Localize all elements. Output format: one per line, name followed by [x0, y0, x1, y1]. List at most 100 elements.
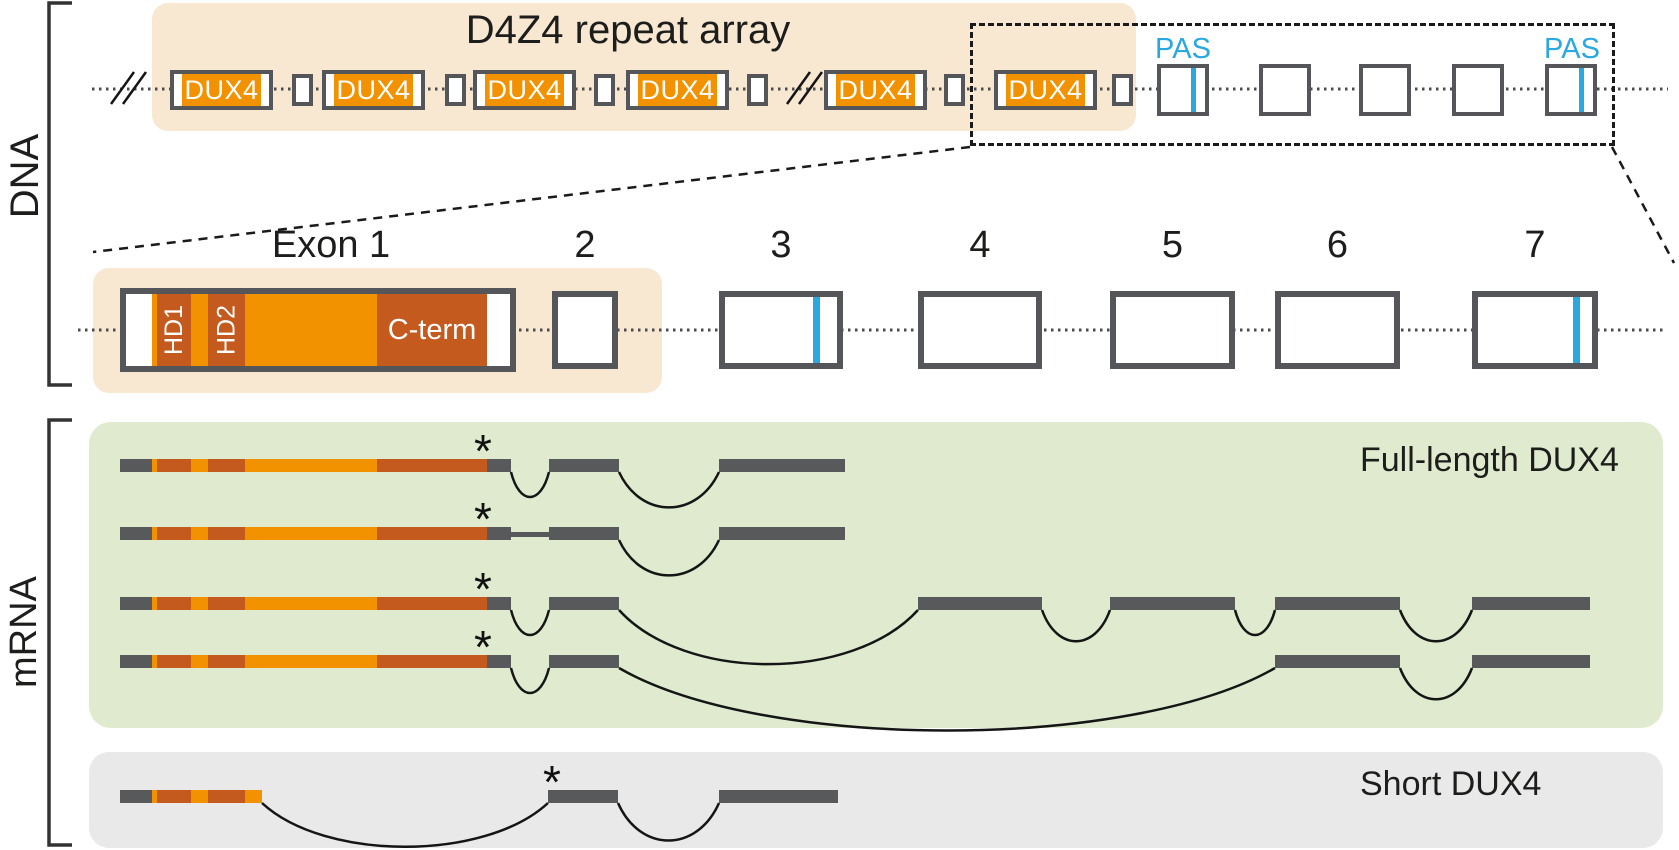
mrna-exon1-segment	[208, 527, 245, 540]
mrna-exon1-segment	[245, 527, 377, 540]
retained-intron-line	[511, 531, 549, 537]
mrna-exon1-segment	[377, 459, 487, 472]
pas-label: PAS	[1544, 33, 1600, 65]
d4z4-repeat-unit: DUX4	[626, 70, 729, 110]
splice-arc	[1398, 609, 1474, 643]
mrna-exon1-segment	[152, 655, 157, 668]
mrna-exon1-segment	[208, 655, 245, 668]
mrna-exon-segment	[549, 655, 619, 668]
mrna-exon-segment	[548, 790, 618, 803]
zoom-callout-line	[92, 145, 971, 254]
splice-arc	[261, 802, 549, 848]
mrna-exon1-segment	[157, 790, 191, 803]
mrna-exon1-segment	[208, 790, 245, 803]
stop-codon-asterisk: *	[474, 493, 492, 545]
mrna-exon1-segment	[377, 655, 487, 668]
mrna-exon-segment	[719, 527, 845, 540]
mrna-exon1-segment	[487, 459, 511, 472]
dux4-label: DUX4	[1008, 74, 1083, 105]
mrna-exon-segment	[719, 790, 838, 803]
mrna-exon1-segment	[487, 527, 511, 540]
mrna-exon-segment	[1110, 597, 1235, 610]
mrna-exon1-segment	[208, 597, 245, 610]
cterm-label: C-term	[387, 313, 477, 346]
exon1-label: Exon 1	[271, 224, 391, 266]
mrna-exon1-segment	[487, 597, 511, 610]
spacer-box	[944, 74, 965, 106]
exon1-cterm-segment	[377, 294, 487, 366]
splice-arc	[509, 667, 551, 695]
mrna-exon1-segment	[377, 597, 487, 610]
mrna-exon1-segment	[191, 527, 208, 540]
dux4-label: DUX4	[640, 74, 715, 105]
stop-codon-asterisk: *	[474, 621, 492, 673]
dna-exon-box	[1359, 64, 1411, 116]
splice-arc	[1040, 609, 1112, 643]
spacer-box	[292, 74, 313, 106]
exon1-utr-right	[487, 294, 510, 366]
splice-arc	[509, 471, 551, 499]
pas-site-marker	[1579, 68, 1584, 112]
d4z4-repeat-unit: DUX4	[824, 70, 927, 110]
mrna-exon1-segment	[245, 655, 377, 668]
pas-site-marker	[1191, 68, 1196, 112]
mrna-exon1-segment	[152, 790, 157, 803]
pas-site-marker	[1573, 297, 1580, 363]
mrna-exon1-segment	[120, 790, 152, 803]
dux4-orf-box: DUX4	[1006, 74, 1085, 106]
mrna-exon-segment	[719, 459, 845, 472]
zoom-callout-line	[1610, 146, 1676, 264]
mrna-exon1-segment	[245, 790, 262, 803]
exon1-orf-body	[245, 294, 377, 366]
mrna-exon-segment	[549, 597, 619, 610]
dna-exon-box	[1157, 64, 1209, 116]
dna-exon-box	[1259, 64, 1311, 116]
splice-arc	[617, 539, 721, 577]
stop-codon-asterisk: *	[474, 563, 492, 615]
dux4-label: DUX4	[487, 74, 562, 105]
exon-number-label: 3	[770, 224, 792, 266]
break-slash-icon	[109, 71, 136, 105]
exon-box	[552, 291, 618, 369]
mrna-exon1-segment	[208, 459, 245, 472]
d4z4-repeat-unit: DUX4	[994, 70, 1097, 110]
exon-number-label: 2	[574, 224, 596, 266]
break-slash-icon	[121, 71, 148, 105]
exon-number-label: 7	[1524, 224, 1546, 266]
exon-box	[1472, 291, 1598, 369]
stop-codon-asterisk: *	[474, 425, 492, 477]
exon1-hd1-segment	[157, 294, 191, 366]
short-mrna-background	[89, 752, 1663, 848]
mrna-bracket	[47, 418, 72, 847]
dux4-label: DUX4	[336, 74, 411, 105]
exon1-box: HD1 HD2 C-term	[120, 288, 516, 372]
exon1-orange-segment	[152, 294, 157, 366]
pas-label: PAS	[1155, 33, 1211, 65]
exon-number-label: 4	[969, 224, 991, 266]
mrna-exon1-segment	[157, 527, 191, 540]
exon-box	[719, 291, 843, 369]
break-slash-icon	[785, 71, 812, 105]
d4z4-array-title: D4Z4 repeat array	[465, 8, 791, 52]
mrna-exon-segment	[1472, 597, 1590, 610]
full-length-mrna-background	[89, 422, 1663, 728]
exon1-orange-segment	[191, 294, 208, 366]
mrna-exon1-segment	[191, 597, 208, 610]
splice-arc	[509, 609, 551, 637]
mrna-exon-segment	[1275, 597, 1400, 610]
splice-arc	[616, 802, 721, 842]
dna-bracket	[47, 1, 72, 387]
mrna-exon1-segment	[152, 597, 157, 610]
mrna-exon-segment	[549, 459, 619, 472]
dux4-orf-box: DUX4	[485, 74, 564, 106]
spacer-box	[1112, 74, 1133, 106]
mrna-exon1-segment	[152, 459, 157, 472]
mrna-exon1-segment	[191, 790, 208, 803]
dna-exon-box	[1452, 64, 1504, 116]
mrna-exon1-segment	[245, 459, 377, 472]
mrna-exon1-segment	[191, 655, 208, 668]
dux4-orf-box: DUX4	[638, 74, 717, 106]
mrna-exon1-segment	[120, 459, 152, 472]
